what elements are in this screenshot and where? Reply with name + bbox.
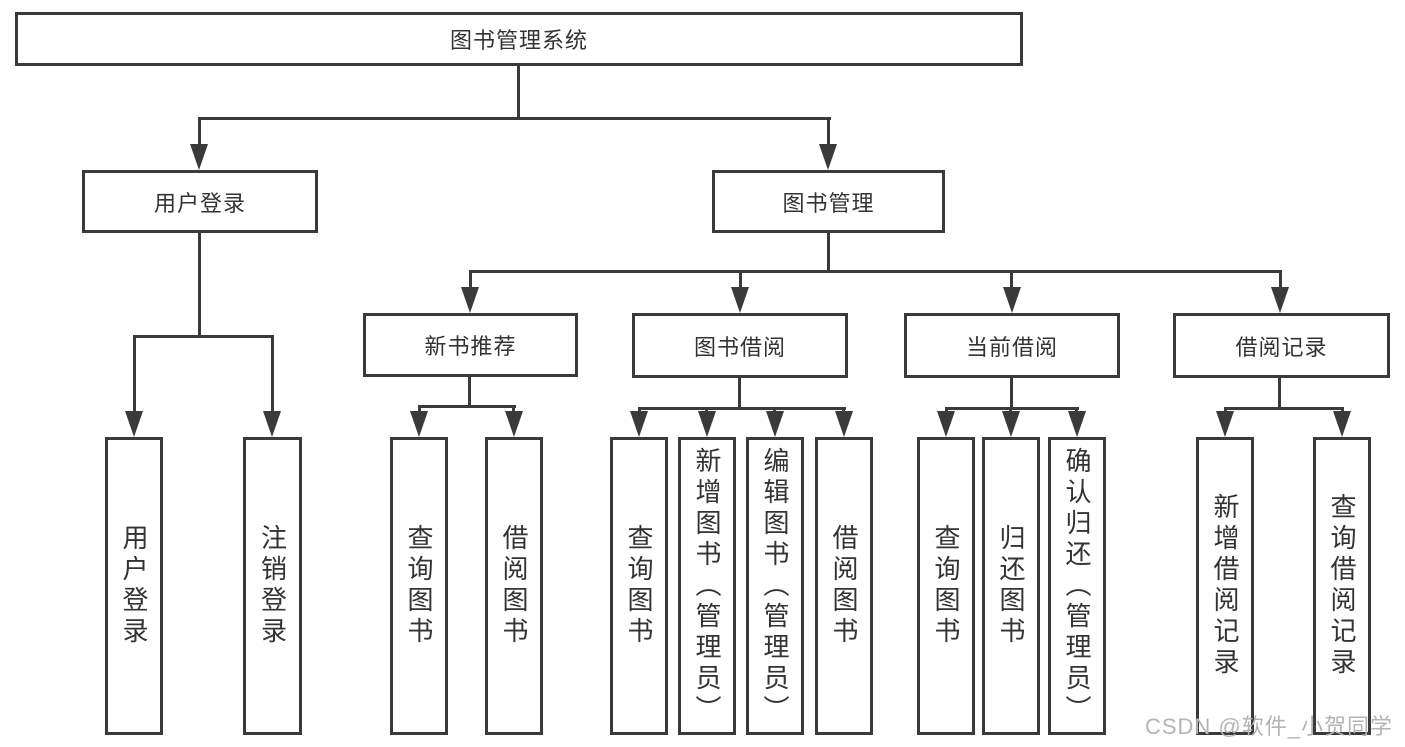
arrow-to-borrow-record — [1271, 287, 1289, 313]
arrow-to-leaf-bb-query — [630, 411, 648, 437]
node-current-borrow: 当前借阅 — [904, 313, 1120, 378]
leaf-record-add: 新增借阅记录 — [1196, 437, 1254, 735]
connector-new-book-branch — [418, 405, 516, 408]
arrow-to-leaf-cb-return — [1002, 411, 1020, 437]
node-new-book-recommend-label: 新书推荐 — [424, 334, 517, 359]
leaf-borrow-query-label: 查询图书 — [624, 524, 654, 648]
connector-to-new-book — [469, 270, 472, 290]
leaf-logout: 注销登录 — [243, 437, 302, 735]
node-book-management-label: 图书管理 — [782, 190, 875, 216]
connector-to-borrow-record — [1279, 270, 1282, 290]
connector-book-mgmt-stem — [827, 233, 830, 273]
node-root-system: 图书管理系统 — [15, 12, 1023, 66]
leaf-current-query-label: 查询图书 — [931, 524, 961, 648]
connector-to-book-borrow — [739, 270, 742, 290]
leaf-newbook-borrow: 借阅图书 — [485, 437, 543, 735]
leaf-newbook-query-label: 查询图书 — [404, 524, 434, 648]
arrow-to-book-borrow — [731, 287, 749, 313]
arrow-to-leaf-cb-query — [937, 411, 955, 437]
connector-to-user-login — [198, 117, 201, 147]
leaf-record-query-label: 查询借阅记录 — [1327, 493, 1357, 679]
leaf-borrow-add-admin: 新增图书（管理员） — [678, 437, 736, 735]
leaf-current-confirm-admin: 确认归还（管理员） — [1048, 437, 1106, 735]
arrow-to-leaf-login — [125, 411, 143, 437]
connector-book-mgmt-branch — [469, 270, 1282, 273]
node-current-borrow-label: 当前借阅 — [965, 334, 1058, 360]
arrow-to-leaf-bb-edit — [766, 411, 784, 437]
leaf-current-confirm-admin-label: 确认归还（管理员） — [1062, 446, 1092, 726]
arrow-to-current-borrow — [1003, 287, 1021, 313]
node-book-management: 图书管理 — [712, 170, 945, 233]
connector-root-branch — [198, 117, 831, 120]
connector-user-login-branch — [133, 335, 274, 338]
csdn-watermark: CSDN @软件_小贺同学 — [1144, 714, 1393, 739]
leaf-borrow-edit-admin-label: 编辑图书（管理员） — [760, 446, 790, 726]
arrow-to-new-book — [461, 287, 479, 313]
connector-root-stem — [517, 66, 520, 119]
connector-current-borrow-branch — [945, 407, 1079, 410]
node-book-borrow: 图书借阅 — [632, 313, 848, 378]
node-user-login-label: 用户登录 — [153, 190, 246, 216]
arrow-to-leaf-logout — [263, 411, 281, 437]
arrow-to-leaf-nb-borrow — [505, 411, 523, 437]
leaf-newbook-borrow-label: 借阅图书 — [499, 524, 529, 648]
node-book-borrow-label: 图书借阅 — [693, 334, 786, 360]
leaf-record-query: 查询借阅记录 — [1313, 437, 1371, 735]
leaf-borrow-book-label: 借阅图书 — [829, 524, 859, 648]
leaf-current-return: 归还图书 — [982, 437, 1040, 735]
leaf-logout-label: 注销登录 — [257, 524, 288, 648]
node-user-login: 用户登录 — [82, 170, 318, 233]
node-borrow-record-label: 借阅记录 — [1235, 334, 1328, 360]
connector-borrow-record-stem — [1278, 378, 1281, 410]
leaf-borrow-query: 查询图书 — [610, 437, 668, 735]
connector-current-borrow-stem — [1010, 378, 1013, 410]
leaf-record-add-label: 新增借阅记录 — [1210, 493, 1240, 679]
node-new-book-recommend: 新书推荐 — [363, 313, 578, 377]
connector-book-borrow-stem — [738, 378, 741, 410]
arrow-to-book-management — [819, 144, 837, 170]
connector-book-borrow-branch — [638, 407, 846, 410]
leaf-current-return-label: 归还图书 — [996, 524, 1026, 648]
leaf-borrow-add-admin-label: 新增图书（管理员） — [692, 446, 722, 726]
leaf-newbook-query: 查询图书 — [390, 437, 448, 735]
node-borrow-record: 借阅记录 — [1173, 313, 1390, 378]
arrow-to-leaf-cb-confirm — [1068, 411, 1086, 437]
arrow-to-leaf-br-query — [1333, 411, 1351, 437]
leaf-user-login: 用户登录 — [105, 437, 163, 735]
arrow-to-leaf-bb-borrow — [835, 411, 853, 437]
node-root-label: 图书管理系统 — [449, 28, 588, 53]
leaf-borrow-edit-admin: 编辑图书（管理员） — [746, 437, 804, 735]
leaf-current-query: 查询图书 — [917, 437, 975, 735]
connector-borrow-record-branch — [1224, 407, 1344, 410]
connector-new-book-stem — [468, 377, 471, 408]
connector-to-leaf-login — [133, 335, 136, 415]
connector-to-leaf-logout — [271, 335, 274, 415]
leaf-borrow-book: 借阅图书 — [815, 437, 873, 735]
arrow-to-leaf-bb-add — [698, 411, 716, 437]
arrow-to-leaf-br-add — [1216, 411, 1234, 437]
arrow-to-user-login — [190, 144, 208, 170]
arrow-to-leaf-nb-query — [410, 411, 428, 437]
connector-to-book-management — [827, 117, 830, 147]
leaf-user-login-label: 用户登录 — [119, 524, 149, 648]
connector-to-current-borrow — [1010, 270, 1013, 290]
connector-user-login-stem — [198, 233, 201, 337]
